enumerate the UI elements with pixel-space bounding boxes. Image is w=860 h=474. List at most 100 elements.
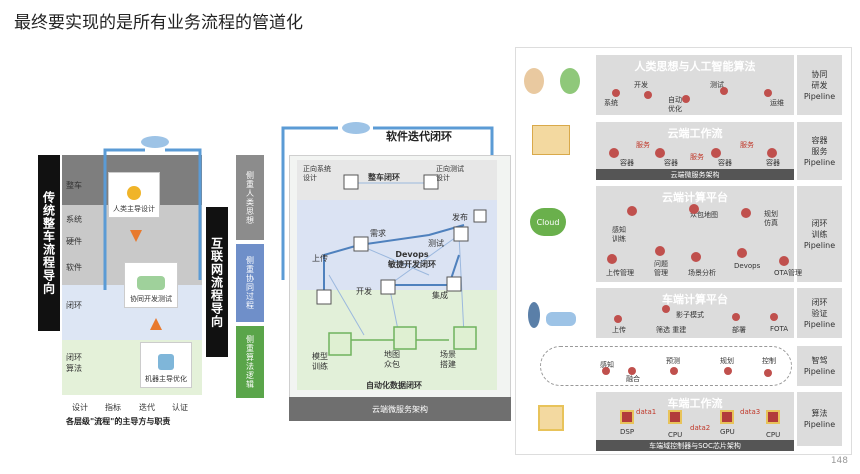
section-vehicle-compute [596, 288, 794, 338]
node-scene-build: 场景 搭建 [440, 350, 456, 369]
middle-title: 软件迭代闭环 [386, 130, 452, 143]
label-cpu2: CPU [766, 431, 781, 439]
label-data3: data3 [740, 408, 761, 416]
x-label-metric: 指标 [105, 403, 121, 412]
gpu-chip-icon [720, 410, 734, 424]
label-cpu: CPU [668, 431, 683, 439]
robot-icon [158, 354, 174, 370]
label-upload: 上传 [612, 326, 626, 334]
node-requirement: 需求 [370, 229, 386, 238]
x-label-design: 设计 [72, 403, 88, 412]
pipeline-loop-verify: 闭环 验证 Pipeline [797, 288, 842, 338]
label-planning: 规划 [720, 357, 734, 365]
label-gpu: GPU [720, 428, 735, 436]
x-label-certification: 认证 [172, 403, 188, 412]
pipeline-algorithm: 算法 Pipeline [797, 392, 842, 446]
internet-vertical-title: 互联网流程导向 [206, 207, 228, 357]
label-crowd-map: 众包地图 [690, 211, 718, 219]
pipeline-collab-rd: 协同 研发 Pipeline [797, 55, 842, 115]
focus-human: 侧重人类思想 [236, 155, 264, 240]
section-vehicle-workflow-title: 车端工作流 [667, 397, 723, 410]
card-human-design-label: 人类主导设计 [113, 205, 155, 213]
container-cubes-icon [532, 125, 570, 155]
node-auto-data-loop: 自动化数据闭环 [366, 381, 422, 390]
up-arrow-icon [150, 318, 162, 330]
section-human-ai [596, 55, 794, 115]
node-model-train: 模型 训练 [312, 352, 328, 371]
section-driving-loop [540, 346, 792, 386]
label-issue-mgmt: 问题 管理 [654, 260, 668, 277]
pipeline-container: 容器 服务 Pipeline [797, 122, 842, 180]
label-dev: 开发 [634, 81, 648, 89]
card-collab-dev-label: 协同开发测试 [130, 295, 172, 303]
label-service-2: 服务 [690, 153, 704, 161]
section-cloud-compute [596, 186, 794, 282]
node-launch: 上传 [312, 254, 328, 263]
robot-icon [560, 68, 580, 94]
middle-footer: 云端微服务架构 [289, 397, 511, 421]
section-human-ai-title: 人类思想与人工智能算法 [634, 60, 756, 73]
label-perception: 感知 [600, 361, 614, 369]
middle-flow-lines [316, 174, 487, 356]
pipeline-smart-driving: 智驾 Pipeline [797, 346, 842, 386]
right-node-dots [602, 87, 789, 377]
node-map-crowd: 地图 众包 [384, 350, 400, 369]
page-number: 148 [830, 456, 848, 466]
label-upload-mgmt: 上传管理 [606, 269, 634, 277]
chip-icon [538, 405, 564, 431]
label-ota-mgmt: OTA管理 [774, 269, 803, 277]
cpu2-chip-icon [766, 410, 780, 424]
node-devops: Devops 敏捷开发闭环 [388, 250, 436, 269]
label-auto-opt: 自动 优化 [668, 96, 682, 113]
node-integrate: 集成 [432, 291, 448, 300]
label-system: 系统 [604, 99, 618, 107]
label-deploy: 部署 [732, 326, 746, 334]
label-scene-analysis: 场景分析 [688, 269, 716, 277]
row-label-vehicle: 整车 [66, 181, 82, 190]
label-dsp: DSP [620, 428, 635, 436]
label-container-1: 容器 [620, 159, 634, 167]
label-shadow-mode: 影子模式 [676, 311, 704, 319]
label-devops: Devops [734, 262, 761, 270]
node-vehicle-loop: 整车闭环 [368, 173, 400, 182]
card-machine-opt-label: 机器主导优化 [145, 375, 187, 383]
label-prediction: 预测 [666, 357, 680, 365]
human-robot-icon [137, 276, 165, 290]
label-container-3: 容器 [718, 159, 732, 167]
node-forward-test: 正向测试 设计 [436, 165, 464, 182]
node-forward-system: 正向系统 设计 [303, 165, 331, 182]
label-service-1: 服务 [636, 141, 650, 149]
label-container-4: 容器 [766, 159, 780, 167]
person-icon [127, 186, 141, 200]
node-release: 发布 [452, 213, 468, 222]
bar-cloud-microservice: 云端微服务架构 [596, 169, 794, 180]
section-cloud-compute-title: 云端计算平台 [662, 191, 728, 204]
page-title: 最终要实现的是所有业务流程的管道化 [14, 13, 303, 33]
focus-algo: 侧重算法逻辑 [236, 326, 264, 398]
row-label-loop-algo: 闭环算法 [66, 353, 82, 373]
cpu-chip-icon [668, 410, 682, 424]
traditional-vertical-title: 传统整车流程导向 [38, 155, 60, 331]
down-arrow-icon [130, 230, 142, 242]
bar-vehicle-domain: 车端域控制器与SOC芯片架构 [596, 440, 794, 451]
left-caption: 各层级"流程"的主导方与职责 [66, 417, 171, 426]
row-label-loop: 闭环 [66, 301, 82, 310]
label-test: 测试 [710, 81, 724, 89]
label-service-3: 服务 [740, 141, 754, 149]
x-label-iteration: 迭代 [139, 403, 155, 412]
label-filter-rebuild: 筛选 重建 [656, 326, 687, 334]
section-cloud-workflow-title: 云端工作流 [667, 127, 723, 140]
car-icon [546, 312, 576, 326]
card-machine-opt: 机器主导优化 [140, 342, 192, 388]
row-label-software: 软件 [66, 263, 82, 272]
blue-loop-arrow [103, 136, 202, 290]
label-planning-sim: 规划 仿真 [764, 210, 778, 227]
devops-loop-zone [297, 200, 497, 290]
section-vehicle-compute-title: 车端计算平台 [662, 293, 728, 306]
label-data1: data1 [636, 408, 657, 416]
dsp-chip-icon [620, 410, 634, 424]
label-fota: FOTA [770, 325, 789, 333]
node-develop: 开发 [356, 287, 372, 296]
card-collab-dev: 协同开发测试 [124, 262, 178, 308]
pipeline-loop-training: 闭环 训练 Pipeline [797, 186, 842, 282]
